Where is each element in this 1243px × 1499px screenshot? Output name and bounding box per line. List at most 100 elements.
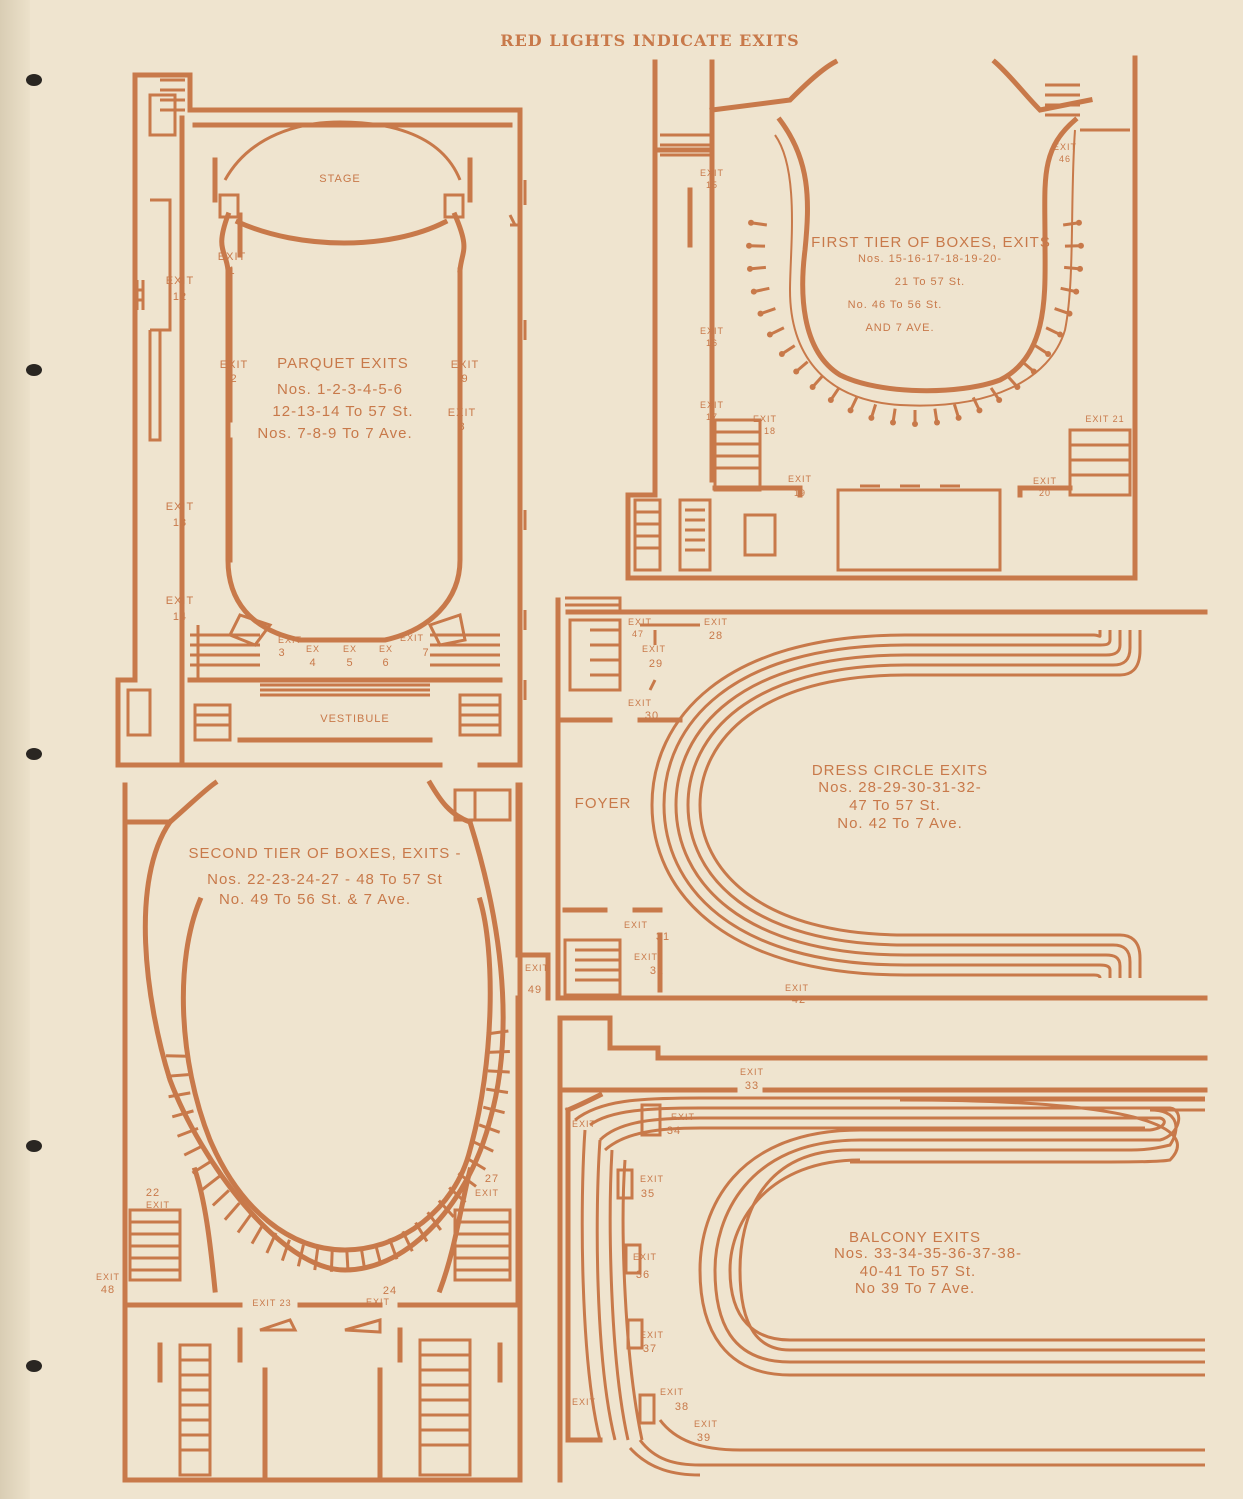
seat-row-divider <box>329 1249 334 1272</box>
exit-30-label: EXIT <box>628 698 652 708</box>
box-marker <box>1030 368 1037 375</box>
seat-row-divider <box>414 1221 429 1243</box>
dress-circle-caption-title: DRESS CIRCLE EXITS <box>812 762 988 779</box>
exit-47-label: EXIT <box>628 617 652 627</box>
exit-31-label: EXIT <box>624 920 648 930</box>
exit-36-label: EXIT <box>633 1252 657 1262</box>
seat-row-divider <box>485 1087 509 1094</box>
binding-hole <box>26 1360 42 1372</box>
seat-row-divider <box>465 1156 487 1171</box>
svg-text:8: 8 <box>458 421 465 433</box>
seat-row-divider <box>236 1213 252 1234</box>
binding-hole <box>26 74 42 86</box>
second-tier-caption-line: Nos. 22-23-24-27 - 48 To 57 St <box>207 871 443 888</box>
svg-text:46: 46 <box>1059 154 1071 164</box>
parquet-caption-title: PARQUET EXITS <box>277 355 409 372</box>
svg-text:14: 14 <box>173 611 187 623</box>
exit-4-label: EX <box>306 644 320 654</box>
dress-circle-caption-line: Nos. 28-29-30-31-32- <box>818 779 981 796</box>
svg-text:7: 7 <box>422 647 429 659</box>
box-marker <box>976 407 983 414</box>
box-marker <box>1057 331 1064 338</box>
seat-row-divider <box>183 1143 205 1157</box>
box-marker <box>766 331 773 338</box>
second-tier-rows <box>166 1029 510 1272</box>
seat-row-divider <box>487 1050 510 1054</box>
seat-row-divider <box>296 1244 305 1267</box>
seat-row-divider <box>486 1029 509 1036</box>
exit-48-label: EXIT <box>96 1272 120 1282</box>
svg-text:32: 32 <box>650 965 664 977</box>
exit-17-label: EXIT <box>700 400 724 410</box>
exit-18-label: EXIT <box>753 414 777 424</box>
exit-21-label: EXIT 21 <box>1085 414 1124 424</box>
svg-text:5: 5 <box>346 657 353 669</box>
first-tier-plan: FIRST TIER OF BOXES, EXITS Nos. 15-16-17… <box>625 55 1138 581</box>
exit-29-label: EXIT <box>642 644 666 654</box>
exit-22-label: 22 <box>146 1187 160 1199</box>
first-tier-caption-line: Nos. 15-16-17-18-19-20- <box>858 253 1002 265</box>
exit-37-label: EXIT <box>640 1330 664 1340</box>
vestibule-label: VESTIBULE <box>320 713 390 725</box>
svg-text:EXIT: EXIT <box>475 1188 499 1198</box>
box-marker <box>1077 265 1084 272</box>
svg-text:3: 3 <box>278 647 285 659</box>
balcony-exit-top-label: EXIT <box>572 1119 596 1129</box>
exit-27-label: 27 <box>485 1173 499 1185</box>
foyer-label: FOYER <box>575 795 632 812</box>
seat-row-divider <box>191 1159 212 1175</box>
exit-3-label: EXIT <box>278 635 302 645</box>
dress-circle-plan: FOYER DRESS CIRCLE EXITS Nos. 28-29-30-3… <box>555 596 1208 1006</box>
svg-text:6: 6 <box>382 657 389 669</box>
first-tier-caption-line: No. 46 To 56 St. <box>848 299 943 311</box>
box-marker <box>778 350 785 357</box>
svg-text:36: 36 <box>636 1269 650 1281</box>
seat-row-divider <box>211 1189 230 1207</box>
exit-12-label: EXIT <box>166 275 194 287</box>
svg-text:47: 47 <box>632 629 644 639</box>
svg-text:17: 17 <box>706 412 718 422</box>
seat-row-divider <box>201 1175 221 1192</box>
exit-14-label: EXIT <box>166 595 194 607</box>
svg-text:4: 4 <box>309 657 316 669</box>
box-marker <box>750 288 757 295</box>
binding-hole <box>26 1140 42 1152</box>
seat-row-divider <box>176 1126 199 1138</box>
svg-text:28: 28 <box>709 630 723 642</box>
seat-row-divider <box>478 1123 501 1134</box>
first-tier-caption-line: 21 To 57 St. <box>895 276 966 288</box>
svg-text:EXIT: EXIT <box>366 1297 390 1307</box>
seat-row-divider <box>359 1247 367 1270</box>
svg-text:48: 48 <box>101 1284 115 1296</box>
box-marker <box>1075 219 1082 226</box>
parquet-plan: STAGE VESTIBULE PARQUET EXITS Nos. 1-2-3… <box>115 72 527 768</box>
exit-32-label: EXIT <box>634 952 658 962</box>
box-marker <box>890 419 897 426</box>
first-tier-boxes <box>746 219 1084 427</box>
box-marker <box>847 407 854 414</box>
exit-7-label: EXIT <box>400 633 424 643</box>
seat-row-divider <box>168 1091 191 1099</box>
seat-row-divider <box>280 1239 291 1262</box>
exit-34-label: EXIT <box>671 1112 695 1122</box>
balcony-caption-line: No 39 To 7 Ave. <box>855 1280 975 1297</box>
box-marker <box>955 414 962 421</box>
binding-hole <box>26 364 42 376</box>
second-tier-plan: SECOND TIER OF BOXES, EXITS - Nos. 22-23… <box>96 779 551 1483</box>
exit-42-label: EXIT <box>785 983 809 993</box>
exit-16-label: EXIT <box>700 326 724 336</box>
box-marker <box>1045 350 1052 357</box>
box-marker <box>1077 242 1084 249</box>
seat-row-divider <box>448 1186 467 1204</box>
svg-text:38: 38 <box>675 1401 689 1413</box>
svg-text:18: 18 <box>764 426 776 436</box>
seat-row-divider <box>387 1237 399 1260</box>
seat-row-divider <box>472 1140 494 1153</box>
svg-text:29: 29 <box>649 658 663 670</box>
first-tier-caption-line: AND 7 AVE. <box>865 322 934 334</box>
box-marker <box>748 219 755 226</box>
exit-23-label: EXIT 23 <box>252 1298 291 1308</box>
balcony-exit-bottom-label: EXIT <box>572 1397 596 1407</box>
seat-row-divider <box>166 1073 189 1078</box>
exit-46-label: EXIT <box>1053 142 1077 152</box>
